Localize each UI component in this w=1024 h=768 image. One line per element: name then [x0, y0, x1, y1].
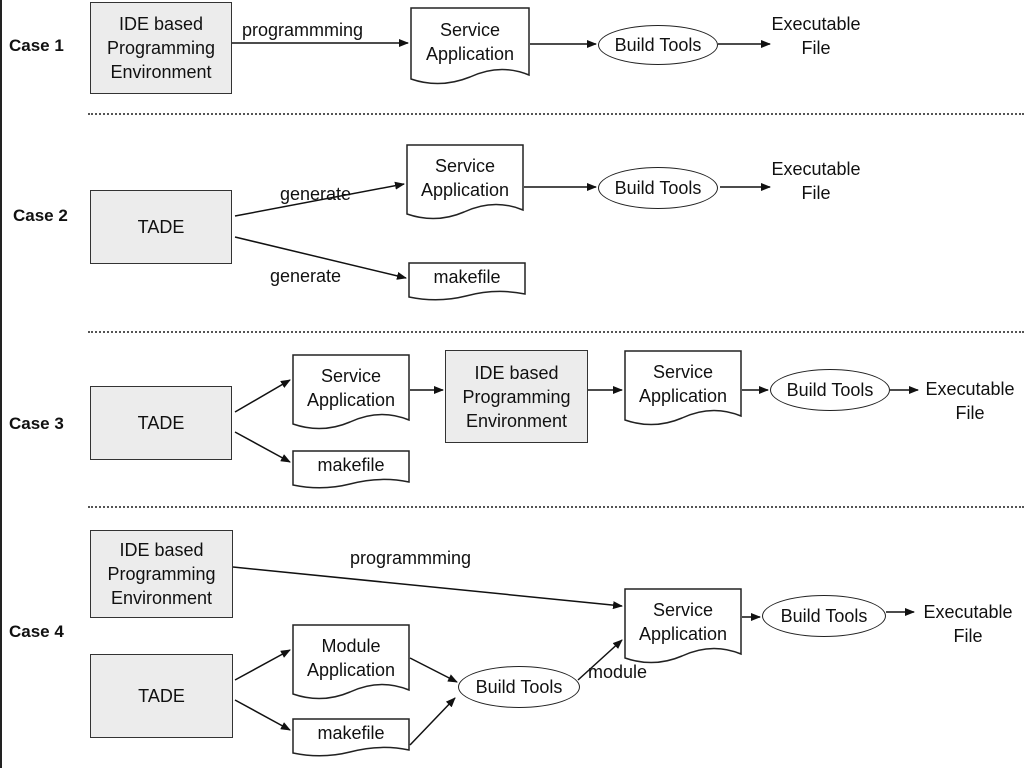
edge-c4-build-to-service — [577, 639, 623, 681]
c4-service-label: Service Application — [638, 600, 728, 644]
edge-label-programming-c4: programmming — [350, 548, 472, 568]
c4-build-tools-2: Build Tools — [762, 595, 886, 637]
c4-build-tools-1: Build Tools — [458, 666, 580, 708]
c3-build-tools: Build Tools — [770, 369, 890, 411]
edge-c4-module-to-build — [409, 657, 458, 683]
c3-tade-box: TADE — [90, 386, 232, 460]
c4-tade-box: TADE — [90, 654, 233, 738]
c3-executable: Executable File — [925, 379, 1015, 423]
edge-c4-tade-to-module — [234, 649, 291, 681]
c1-ide-box: IDE based Programming Environment — [90, 2, 232, 94]
divider-1 — [88, 113, 1024, 115]
c3-service1-doc: Service Application — [292, 354, 410, 432]
left-border — [0, 0, 2, 768]
c2-executable: Executable File — [771, 159, 861, 203]
edge-c4-makefile-to-build — [409, 697, 456, 746]
c1-build-tools: Build Tools — [598, 25, 718, 65]
c4-module-label: Module Application — [306, 636, 396, 680]
edge-c2-tade-to-service — [234, 181, 405, 217]
c3-service2-doc: Service Application — [624, 350, 742, 428]
edge-label-generate-top: generate — [280, 184, 352, 204]
c2-makefile-label: makefile — [433, 267, 501, 287]
edge-label-programming-c1: programmming — [242, 20, 364, 40]
case-1-label: Case 1 — [9, 36, 64, 55]
c3-makefile-label: makefile — [317, 455, 385, 475]
c4-module-doc: Module Application — [292, 624, 410, 702]
c1-service-label: Service Application — [425, 20, 515, 64]
c3-ide-box: IDE based Programming Environment — [445, 350, 588, 443]
edge-c2-tade-to-makefile — [234, 236, 407, 280]
c1-service-doc: Service Application — [410, 7, 530, 87]
edge-label-generate-bottom: generate — [270, 266, 342, 286]
edge-c3-tade-to-makefile — [234, 431, 291, 463]
c4-makefile-label: makefile — [317, 723, 385, 743]
c2-tade-box: TADE — [90, 190, 232, 264]
c2-build-tools: Build Tools — [598, 167, 718, 209]
divider-2 — [88, 331, 1024, 333]
c4-executable: Executable File — [923, 602, 1013, 646]
c3-makefile-doc: makefile — [292, 450, 410, 490]
divider-3 — [88, 506, 1024, 508]
c2-makefile-doc: makefile — [408, 262, 526, 302]
c3-service2-label: Service Application — [638, 362, 728, 406]
edge-c3-tade-to-service — [234, 379, 291, 413]
c1-executable: Executable File — [771, 14, 861, 58]
c4-ide-box: IDE based Programming Environment — [90, 530, 233, 618]
c2-service-doc: Service Application — [406, 144, 524, 222]
c4-service-doc: Service Application — [624, 588, 742, 666]
c4-makefile-doc: makefile — [292, 718, 410, 758]
case-4-label: Case 4 — [9, 622, 64, 641]
case-2-label: Case 2 — [13, 206, 68, 225]
case-3-label: Case 3 — [9, 414, 64, 433]
c3-service1-label: Service Application — [306, 366, 396, 410]
c2-service-label: Service Application — [420, 156, 510, 200]
edge-c4-ide-to-service — [232, 566, 623, 610]
edge-label-module: module — [588, 662, 648, 682]
edge-c4-tade-to-makefile — [234, 699, 291, 731]
